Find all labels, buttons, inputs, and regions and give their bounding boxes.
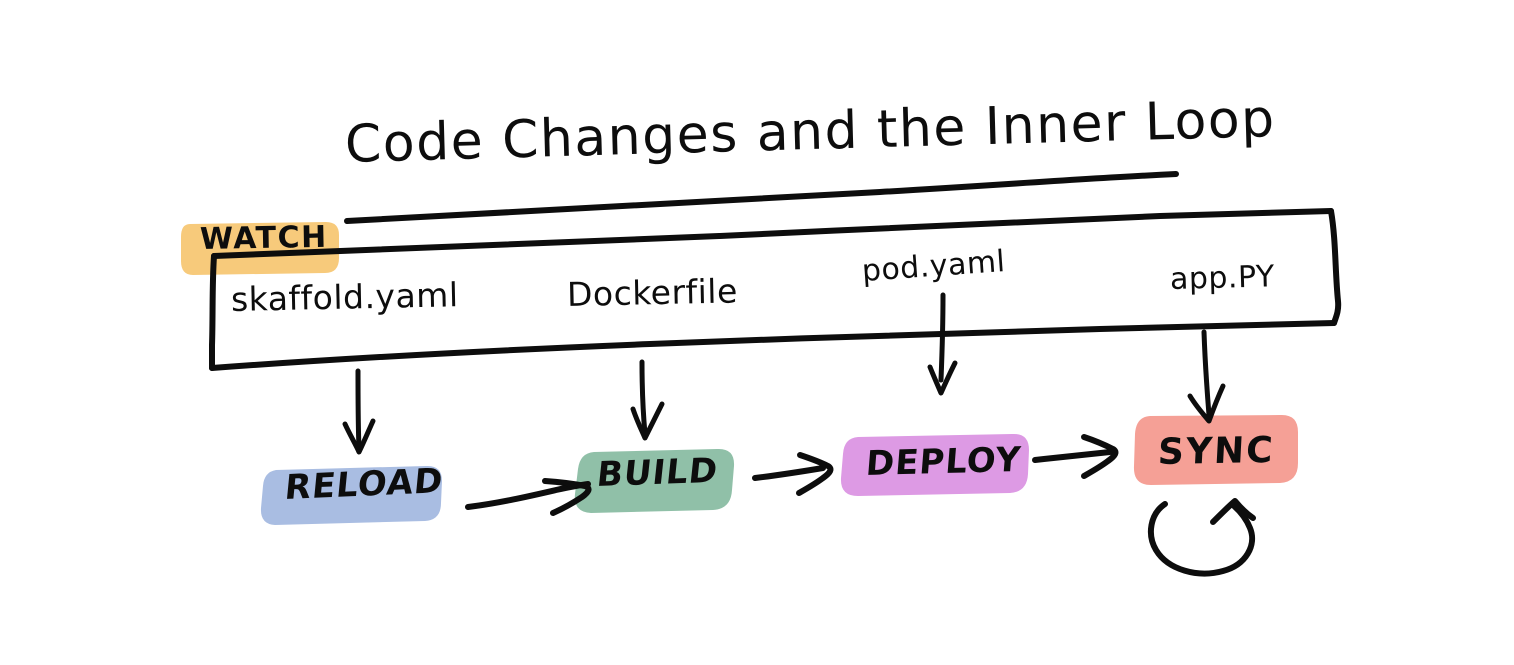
watch-box-bottom-edge xyxy=(209,320,1337,371)
watch-badge-highlight xyxy=(181,222,339,275)
stage-label-deploy[interactable]: DEPLOY xyxy=(864,439,1023,485)
file-label-app-py[interactable]: app.PY xyxy=(1169,259,1276,297)
arrow-dockerfile-to-build-shaft xyxy=(639,359,648,437)
arrow-deploy-to-sync-shaft xyxy=(1032,449,1113,463)
stage-label-build[interactable]: BUILD xyxy=(594,450,721,496)
sync-self-loop-arc xyxy=(1147,501,1256,577)
sync-highlight xyxy=(1133,414,1298,485)
arrow-build-to-deploy-shaft xyxy=(752,465,826,481)
watch-badge-label: WATCH xyxy=(199,219,329,257)
reload-highlight xyxy=(260,465,442,525)
arrow-skaffold-to-reload-head xyxy=(342,418,376,455)
arrow-apppy-to-sync-head xyxy=(1187,383,1226,424)
arrow-deploy-to-sync-head xyxy=(1081,434,1119,479)
arrow-skaffold-to-reload-shaft xyxy=(355,368,362,452)
stage-label-reload[interactable]: RELOAD xyxy=(283,460,446,509)
ink-strokes xyxy=(209,171,1342,577)
arrow-podyaml-to-deploy-shaft xyxy=(938,292,946,383)
arrow-podyaml-to-deploy-head xyxy=(927,360,958,396)
highlight-blobs xyxy=(181,222,1298,525)
build-highlight xyxy=(574,448,735,513)
arrow-dockerfile-to-build-head xyxy=(630,401,665,441)
watch-box-right-edge xyxy=(1328,208,1342,326)
title-underline xyxy=(344,171,1179,224)
watch-box-left-edge xyxy=(209,253,217,371)
deploy-highlight xyxy=(840,433,1029,496)
arrow-build-to-deploy-head xyxy=(796,452,834,496)
watch-box-top-edge xyxy=(211,208,1334,259)
arrow-apppy-to-sync-shaft xyxy=(1201,329,1212,418)
sync-self-loop-arrowhead xyxy=(1210,498,1256,525)
file-label-dockerfile[interactable]: Dockerfile xyxy=(566,271,739,314)
stage-label-sync[interactable]: SYNC xyxy=(1156,429,1276,474)
arrow-reload-to-build-head xyxy=(542,478,592,516)
file-label-skaffold-yaml[interactable]: skaffold.yaml xyxy=(230,275,459,319)
